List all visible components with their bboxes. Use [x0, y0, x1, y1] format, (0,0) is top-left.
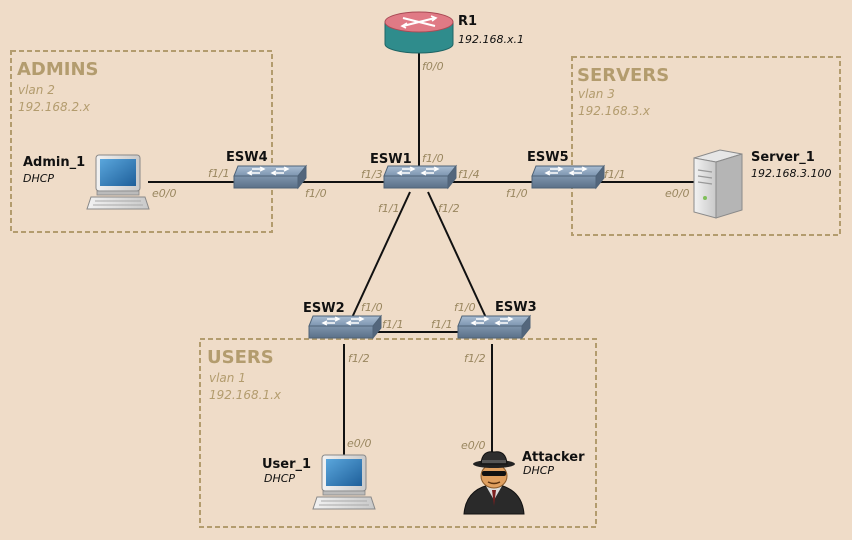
zone-admins-vlan: vlan 2	[18, 83, 55, 97]
switch-icon	[531, 165, 605, 189]
host-attacker-name: Attacker	[522, 450, 585, 465]
switch-esw4[interactable]: ESW4	[226, 150, 307, 189]
port-label: f1/0	[305, 187, 327, 200]
port-label: f1/0	[454, 301, 476, 314]
zone-servers-border	[571, 56, 841, 236]
host-user1-name: User_1	[262, 457, 311, 472]
zone-users-subnet: 192.168.1.x	[209, 388, 282, 402]
zone-servers-title: SERVERS	[577, 65, 669, 86]
port-label: f1/2	[348, 352, 370, 365]
router-r1[interactable]: R1 192.168.x.1	[384, 11, 524, 54]
switch-esw3[interactable]: ESW3	[457, 300, 537, 339]
port-label: e0/0	[461, 439, 485, 452]
host-admin1-name: Admin_1	[23, 155, 85, 170]
port-label: f1/0	[506, 187, 528, 200]
host-attacker[interactable]: Attacker DHCP	[463, 450, 585, 515]
zone-users-vlan: vlan 1	[209, 371, 246, 385]
server-icon	[693, 149, 743, 219]
port-label: f1/1	[382, 318, 404, 331]
host-server1-name: Server_1	[751, 150, 815, 165]
zone-admins: ADMINS vlan 2 192.168.2.x	[10, 50, 273, 233]
laptop-icon	[86, 154, 150, 210]
zone-servers: SERVERS vlan 3 192.168.3.x	[571, 56, 841, 236]
router-r1-ip: 192.168.x.1	[458, 33, 524, 46]
port-label: f1/2	[438, 202, 460, 215]
port-label: f1/1	[431, 318, 453, 331]
switch-esw5-name: ESW5	[527, 150, 569, 165]
switch-icon	[233, 165, 307, 189]
zone-admins-title: ADMINS	[17, 59, 99, 80]
switch-esw4-name: ESW4	[226, 150, 268, 165]
router-r1-name: R1	[458, 14, 477, 29]
host-user1-addr: DHCP	[264, 472, 295, 485]
switch-icon	[383, 165, 457, 189]
switch-esw3-name: ESW3	[495, 300, 537, 315]
zone-admins-border	[10, 50, 273, 233]
port-label: f0/0	[422, 60, 444, 73]
host-admin1-addr: DHCP	[23, 172, 54, 185]
switch-icon	[308, 315, 382, 339]
host-attacker-addr: DHCP	[523, 464, 554, 477]
switch-esw1-name: ESW1	[370, 152, 412, 167]
zone-users-border	[199, 338, 597, 528]
host-user1[interactable]: User_1 DHCP	[262, 454, 376, 510]
zone-users: USERS vlan 1 192.168.1.x	[199, 338, 597, 528]
port-label: e0/0	[665, 187, 689, 200]
zone-servers-subnet: 192.168.3.x	[578, 104, 651, 118]
port-label: f1/1	[604, 168, 626, 181]
host-server1[interactable]: Server_1 192.168.3.100	[693, 149, 831, 219]
host-admin1[interactable]: Admin_1 DHCP	[23, 154, 150, 210]
switch-esw5[interactable]: ESW5	[527, 150, 605, 189]
port-label: f1/0	[361, 301, 383, 314]
port-label: e0/0	[347, 437, 371, 450]
switch-esw1[interactable]: ESW1	[370, 152, 457, 189]
link-esw1-esw3	[427, 191, 489, 323]
links	[148, 50, 694, 462]
port-label: f1/2	[464, 352, 486, 365]
switch-esw2-name: ESW2	[303, 301, 345, 316]
laptop-icon	[312, 454, 376, 510]
zone-servers-vlan: vlan 3	[578, 87, 615, 101]
switch-esw2[interactable]: ESW2	[303, 301, 382, 339]
zone-users-title: USERS	[207, 347, 274, 368]
router-icon	[384, 11, 454, 54]
port-label: e0/0	[152, 187, 176, 200]
zone-admins-subnet: 192.168.2.x	[18, 100, 91, 114]
switch-icon	[457, 315, 531, 339]
port-label: f1/3	[361, 168, 383, 181]
port-labels: f0/0 f1/0 f1/3 f1/4 f1/1 f1/2 f1/1 f1/0 …	[152, 60, 689, 452]
attacker-icon	[463, 451, 525, 515]
port-label: f1/0	[422, 152, 444, 165]
port-label: f1/1	[208, 167, 230, 180]
port-label: f1/1	[378, 202, 400, 215]
port-label: f1/4	[458, 168, 480, 181]
host-server1-ip: 192.168.3.100	[751, 167, 831, 180]
link-esw1-esw2	[349, 191, 411, 323]
